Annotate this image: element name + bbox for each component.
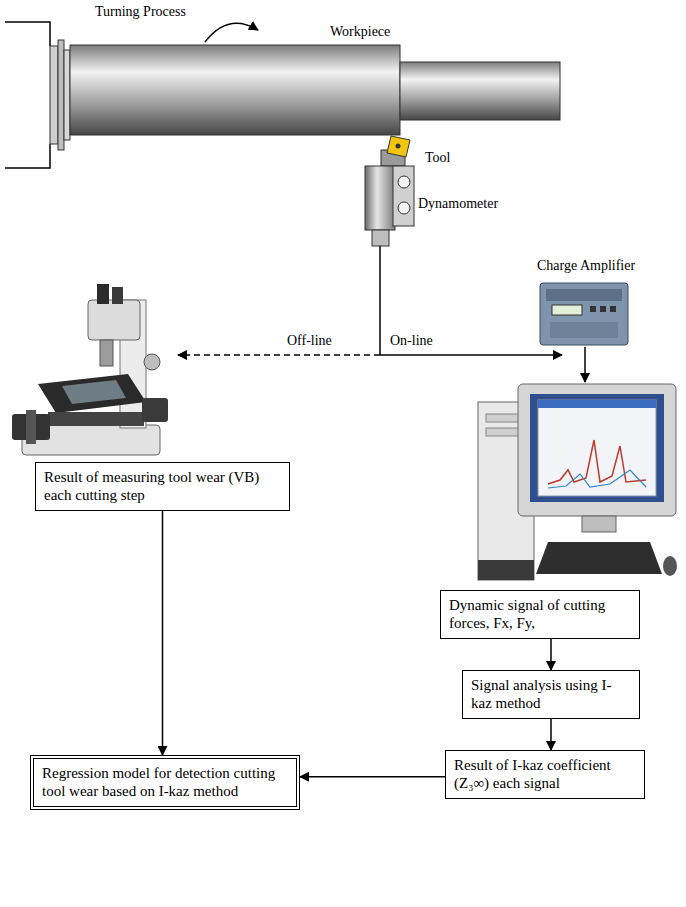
part-label: On-line [390,333,433,350]
lathe-headstock-part [64,50,70,140]
lathe-headstock [5,22,70,168]
lathe-headstock-part [5,144,50,168]
workpiece-part [400,62,560,120]
part-label: Off-line [287,333,332,350]
lathe-headstock-part [5,22,50,46]
process-box: Result of measuring tool wear (VB) each … [35,462,290,511]
cutting-tool-part [387,136,410,157]
box-text: Result of I-kaz coefficient (Z₃∞) each s… [454,756,636,793]
part-label: Turning Process [95,4,186,21]
dynamometer-part [398,202,410,214]
box-text: Regression model for detection cutting t… [42,764,288,801]
charge-amplifier [540,283,628,345]
dynamometer-part [393,166,414,226]
box-text: Signal analysis using I-kaz method [471,676,631,713]
workpiece-part [70,45,400,135]
cutting-tool-part [396,144,401,149]
flow-arrow [300,776,445,778]
dynamometer-part [379,246,381,355]
charge-amplifier-part [590,306,596,312]
microscope-part [112,287,123,304]
microscope-part [88,300,140,340]
dynamometer-part [372,230,389,246]
signal-path-part [380,354,562,356]
computer-part [538,400,656,408]
rotation-arrow-part [205,23,258,42]
part-label: Charge Amplifier [537,258,635,275]
signal-path-part [584,347,586,382]
computer-part [518,384,676,516]
microscope-part [26,410,36,444]
computer-part [478,560,534,580]
computer-part [536,542,662,574]
charge-amplifier-part [550,322,618,338]
result-box: Regression model for detection cutting t… [30,755,300,810]
charge-amplifier-part [600,306,606,312]
signal-path [178,347,585,382]
charge-amplifier-part [552,305,582,315]
charge-amplifier-part [540,283,628,345]
box-text: Result of measuring tool wear (VB) each … [44,468,281,505]
process-box: Signal analysis using I-kaz method [462,670,640,719]
charge-amplifier-part [610,306,616,312]
lathe-headstock-part [50,46,58,144]
microscope-part [62,380,126,404]
computer-part [548,470,646,488]
microscope [12,284,168,455]
workpiece [70,45,560,135]
dynamometer-part [398,176,410,188]
process-box: Dynamic signal of cutting forces, Fx, Fy… [440,590,640,639]
box-text: Dynamic signal of cutting forces, Fx, Fy… [449,596,631,633]
part-label: Dynamometer [418,196,498,213]
process-box: Result of I-kaz coefficient (Z₃∞) each s… [445,750,645,799]
part-label: Tool [425,150,450,167]
dynamometer-part [365,166,395,230]
flow-arrow [550,639,552,670]
dynamometer [365,166,414,355]
microscope-part [142,398,168,422]
computer-part [538,400,656,496]
lathe-headstock-part [58,40,64,150]
computer-part [582,516,616,532]
charge-amplifier-part [546,289,622,301]
microscope-part [144,354,160,370]
computer-part [663,556,677,576]
microscope-part [48,412,144,426]
flow-arrow [550,719,552,750]
signal-path-part [178,354,380,356]
flow-arrow [162,511,164,755]
microscope-part [100,340,113,366]
microscope-part [97,284,109,304]
computer [478,384,677,580]
microscope-part [38,374,146,413]
computer-part [548,440,646,484]
part-label: Workpiece [330,24,390,41]
cutting-tool [381,136,410,166]
computer-part [530,394,664,502]
rotation-arrow [205,23,258,42]
